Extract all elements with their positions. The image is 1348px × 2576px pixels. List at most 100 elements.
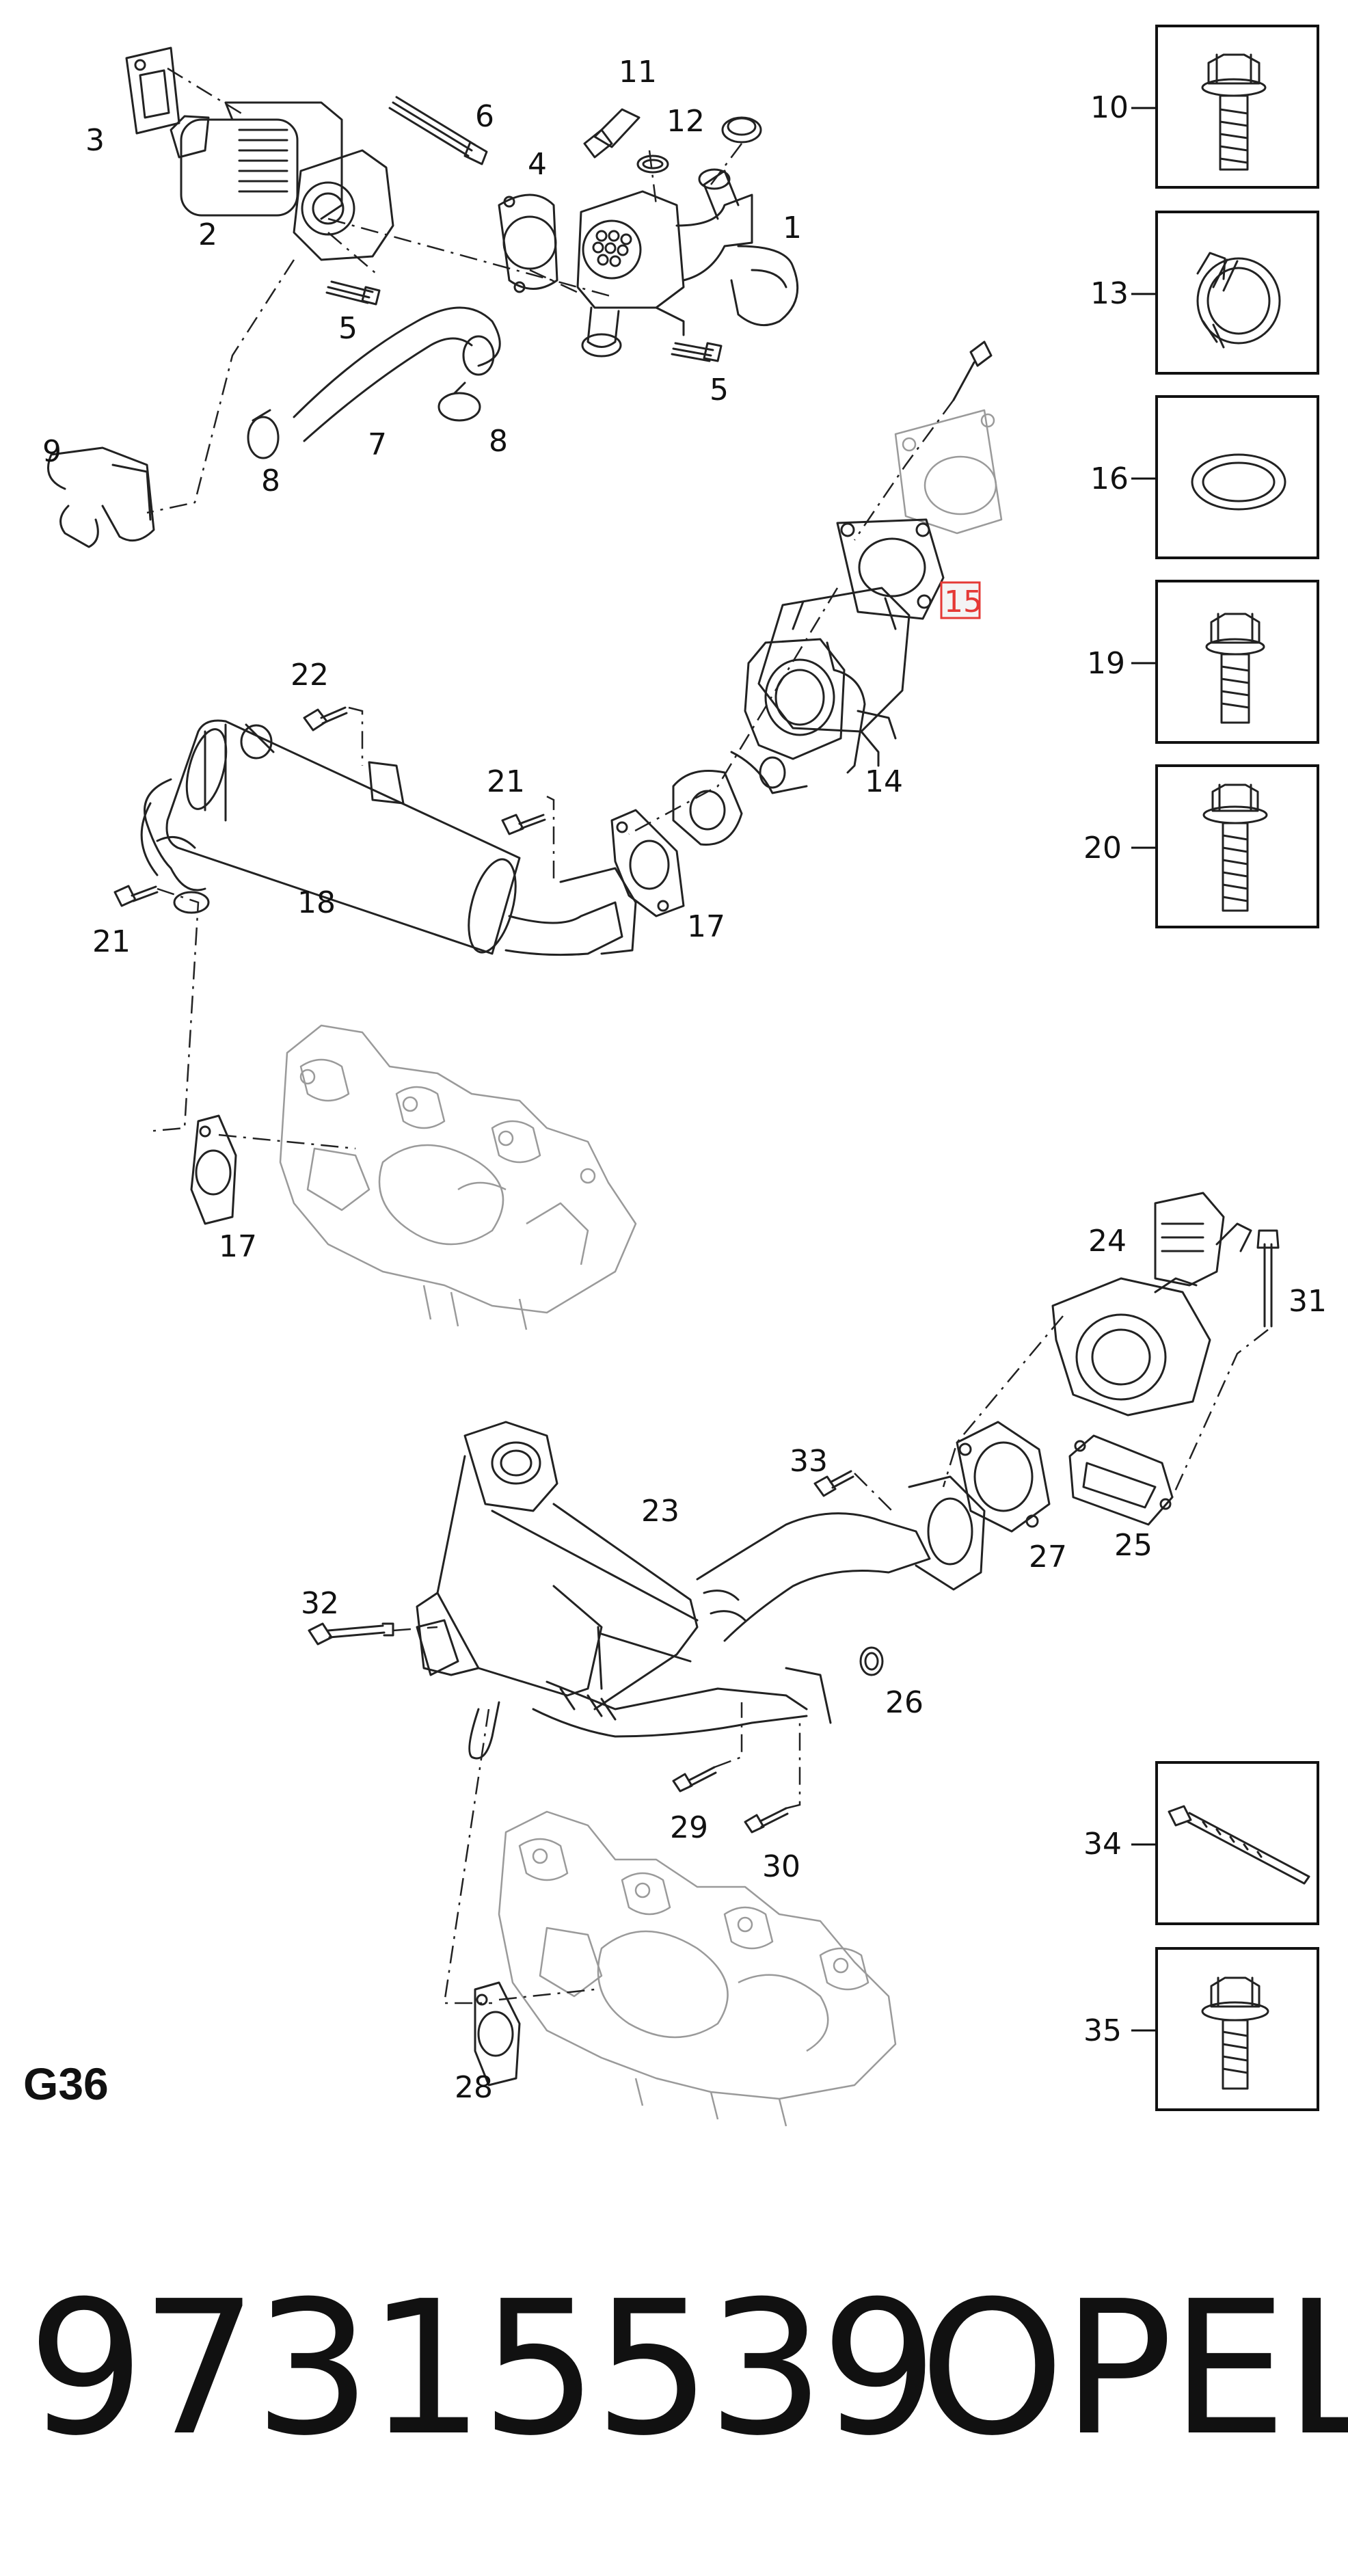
gasket-25 (1068, 1434, 1174, 1526)
hex-bolt-icon (1205, 613, 1265, 724)
callout-label: 26 (885, 1685, 924, 1720)
brand-name: OPEL (919, 2261, 1348, 2476)
callout-label: 21 (92, 924, 131, 959)
legend-item-20: 20 (1083, 764, 1319, 928)
hex-flange-bolt-short-icon (1201, 1976, 1269, 2090)
legend-number: 34 (1083, 1827, 1122, 1862)
callout-label: 32 (301, 1586, 339, 1621)
legend-item-35: 35 (1083, 1947, 1319, 2111)
legend-number: 13 (1090, 276, 1129, 311)
bolt-31 (1256, 1229, 1280, 1328)
callout-label: 12 (666, 104, 705, 139)
callout-label: 17 (219, 1229, 257, 1264)
bolt-6 (388, 96, 488, 165)
callout-label: 3 (85, 123, 105, 158)
egr-valve-2 (170, 101, 394, 261)
bolt-21-mid (501, 814, 546, 835)
callout-label: 24 (1088, 1224, 1127, 1259)
stud-top (952, 340, 993, 401)
o-ring-26 (859, 1646, 884, 1676)
gasket-15 (836, 518, 945, 620)
callout-label: 31 (1289, 1284, 1327, 1319)
callout-label: 9 (42, 434, 62, 469)
egr-cooler-18 (140, 719, 637, 956)
callout-label: 21 (487, 764, 525, 799)
callout-label: 29 (670, 1810, 708, 1845)
bolt-21-left (113, 885, 159, 907)
throttle-body-14 (730, 587, 911, 794)
legend-item-34: 34 (1083, 1761, 1319, 1925)
legend-number: 35 (1083, 2013, 1122, 2048)
callout-label: 22 (291, 658, 329, 693)
o-ring-12 (636, 155, 669, 174)
hex-flange-bolt-icon (1201, 53, 1267, 171)
gasket-28 (474, 1981, 521, 2087)
cooler-housing-1 (576, 168, 799, 358)
mid-assembly (113, 340, 1003, 1133)
part-number: 97315539 (27, 2261, 938, 2476)
callout-label: 6 (475, 99, 494, 134)
bolt-32 (308, 1622, 394, 1646)
callout-label: 8 (261, 464, 280, 498)
bolt-5a (325, 280, 381, 306)
callout-labels: 1 2 3 4 5 5 6 7 8 8 9 11 12 14 15 17 17 … (42, 55, 1327, 2105)
bolt-30 (744, 1807, 789, 1834)
upper-egr-assembly (47, 46, 799, 548)
exhaust-manifold-upper (279, 1024, 637, 1330)
callout-label: 5 (710, 373, 729, 407)
flange-plate (894, 409, 1003, 535)
callout-label: 1 (783, 211, 802, 245)
hex-flange-bolt-long-icon (1202, 783, 1268, 912)
gasket-17-lower (190, 1114, 237, 1225)
bolt-29 (672, 1766, 717, 1793)
legend-number: 20 (1083, 831, 1122, 866)
callout-label: 17 (687, 909, 725, 944)
callout-label: 23 (641, 1494, 679, 1529)
egr-cooler-23 (416, 1421, 986, 1760)
bolt-33 (813, 1470, 854, 1497)
callout-label-15: 15 (944, 585, 982, 619)
legend-number: 16 (1090, 461, 1129, 496)
callout-15-highlight (940, 581, 981, 619)
cable-tie-icon (1168, 1805, 1310, 1885)
legend-item-10: 10 (1090, 25, 1319, 189)
callout-label: 8 (489, 424, 508, 459)
clamp-8a (247, 409, 280, 459)
callout-label: 7 (368, 427, 387, 462)
callout-label: 2 (198, 217, 217, 252)
cap-upper (721, 116, 762, 144)
callout-label: 30 (762, 1849, 800, 1884)
egr-valve-24 (1051, 1192, 1252, 1417)
clip-11 (583, 108, 641, 159)
gasket-3 (125, 46, 180, 135)
legend-item-19: 19 (1087, 580, 1319, 744)
callout-label: 33 (790, 1444, 828, 1479)
bolt-5b (671, 342, 723, 362)
legend-number: 19 (1087, 646, 1125, 681)
gasket-4 (498, 193, 558, 293)
callout-label: 18 (297, 885, 336, 920)
callout-label: 27 (1029, 1540, 1067, 1574)
group-code-label: G36 (23, 2058, 109, 2109)
o-ring-icon (1191, 453, 1286, 511)
exhaust-manifold-lower (498, 1810, 897, 2127)
callout-label: 25 (1114, 1528, 1152, 1563)
callout-label: 14 (865, 764, 903, 799)
legend-number: 10 (1090, 90, 1129, 125)
gasket-17-upper (610, 809, 685, 917)
gasket-27 (956, 1421, 1051, 1533)
hose-7 (293, 306, 501, 442)
clamp-8b (437, 381, 481, 422)
legend-item-13: 13 (1090, 211, 1319, 375)
lower-assembly (308, 1192, 1280, 2004)
callout-label: 11 (619, 55, 657, 90)
legend-item-16: 16 (1090, 395, 1319, 559)
gasket-small-mid (672, 770, 743, 846)
callout-label: 28 (455, 2070, 493, 2105)
callout-label: 4 (528, 147, 547, 182)
callout-label: 5 (338, 311, 358, 346)
bolt-22 (303, 706, 348, 732)
pipe-9 (47, 446, 155, 548)
hose-clamp-icon (1196, 252, 1281, 349)
